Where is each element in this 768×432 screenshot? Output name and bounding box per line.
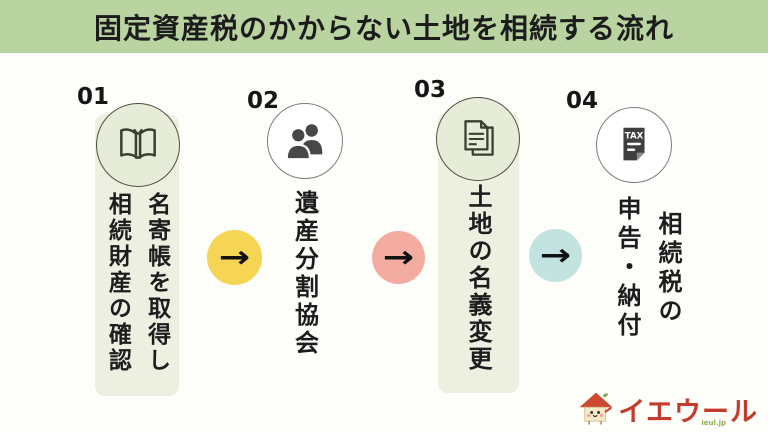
right-arrow-icon: → [539, 237, 572, 273]
header-bar: 固定資産税のかからない土地を相続する流れ [0, 0, 768, 53]
step-2-icon-circle [267, 103, 343, 179]
step-1-label: 名寄帳を取得し 相続財産の確認 [95, 192, 179, 374]
tax-document-icon: TAX [611, 122, 657, 168]
ieul-logo-text: イエウール [618, 396, 758, 428]
step-3-label-col: 土地の名義変更 [464, 184, 492, 373]
step-3-label: 土地の名義変更 [438, 184, 519, 373]
step-4-number: 04 [566, 88, 599, 114]
arrow-step2-to-step3: → [372, 231, 425, 284]
right-arrow-icon: → [382, 239, 415, 275]
ieul-logo: イエウール ieul.jp [577, 390, 758, 428]
open-book-icon [113, 120, 163, 170]
step-4-label-col-left: 申告・納付 [613, 196, 641, 341]
ieul-logo-subtext: ieul.jp [701, 419, 726, 427]
step-4-icon-circle: TAX [596, 107, 672, 183]
page-title: 固定資産税のかからない土地を相続する流れ [93, 11, 674, 45]
svg-text:TAX: TAX [625, 131, 644, 141]
step-1-label-col-left: 相続財産の確認 [104, 192, 131, 374]
step-3-icon-circle [436, 97, 520, 181]
step-2-label-col: 遺産分割協会 [290, 190, 319, 358]
arrow-step3-to-step4: → [529, 229, 582, 282]
step-4-label-col-right: 相続税の [654, 211, 682, 327]
step-4-label: 相続税の 申告・納付 [604, 196, 692, 341]
house-mascot-icon [579, 392, 613, 425]
step-2-number: 02 [247, 88, 280, 114]
arrow-step1-to-step2: → [207, 230, 262, 285]
step-3-number: 03 [414, 77, 447, 103]
step-1-icon-circle [96, 103, 180, 187]
step-1-number: 01 [77, 84, 110, 110]
right-arrow-icon: → [218, 239, 251, 275]
step-1-label-col-right: 名寄帳を取得し [143, 192, 170, 374]
people-icon [282, 118, 328, 164]
step-2-label: 遺産分割協会 [263, 190, 347, 358]
documents-icon [453, 114, 503, 164]
